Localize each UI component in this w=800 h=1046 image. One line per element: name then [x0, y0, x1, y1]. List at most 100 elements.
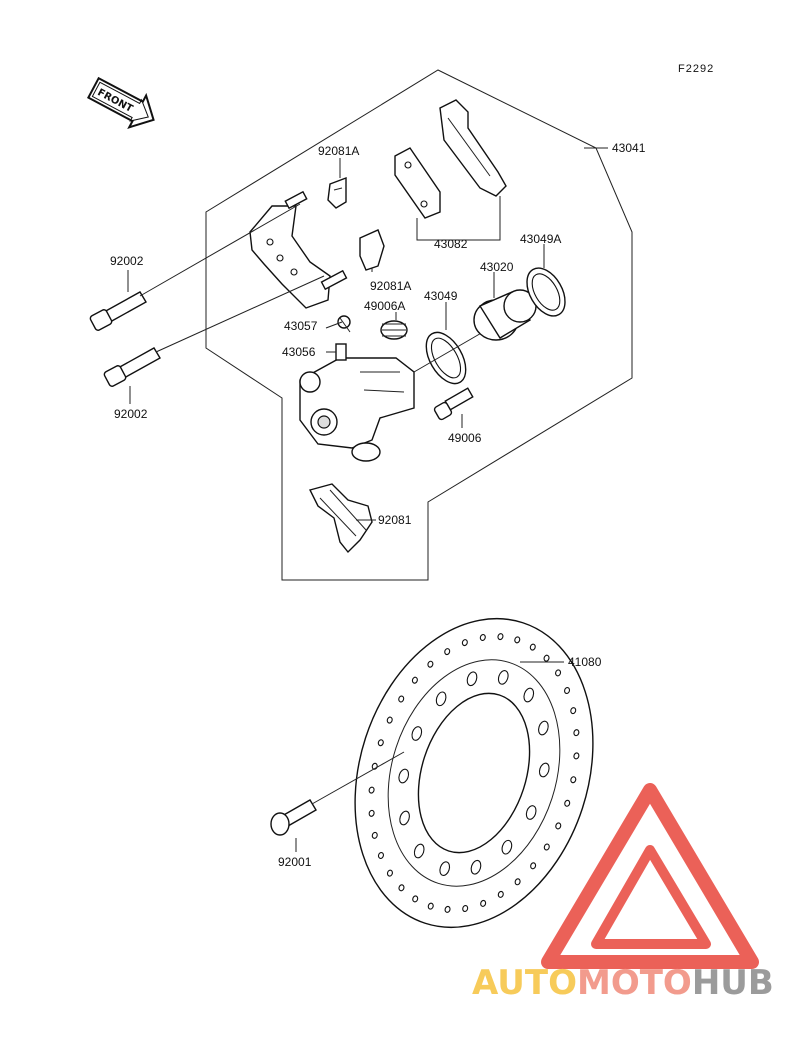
label-92002-bottom: 92002 [114, 407, 148, 421]
label-43020: 43020 [480, 260, 514, 274]
label-49006: 49006 [448, 431, 482, 445]
disc-hole [377, 739, 384, 747]
disc-hole [514, 636, 521, 644]
disc-hole [573, 729, 580, 737]
disc-hole [497, 890, 504, 898]
disc-hole [466, 671, 478, 687]
caliper-bracket [249, 190, 348, 309]
disc-hole [497, 670, 509, 685]
label-43041: 43041 [612, 141, 646, 155]
disc-hole [368, 786, 375, 794]
label-43049A: 43049A [520, 232, 561, 246]
label-92002-top: 92002 [110, 254, 144, 268]
label-43082: 43082 [434, 237, 468, 251]
disc-hole [555, 822, 562, 830]
brake-disc [354, 617, 594, 929]
disc-bolt-92001 [270, 799, 317, 836]
disc-hole [427, 660, 434, 668]
disc-hole [480, 899, 487, 907]
label-92081: 92081 [378, 513, 412, 527]
part-labels: 43041 92081A 43082 43049A 43020 92081A 4… [110, 141, 646, 869]
watermark-hub: HUB [692, 963, 774, 1003]
disc-hole [412, 895, 419, 903]
pad-spring-mid [359, 229, 385, 271]
label-43049: 43049 [424, 289, 458, 303]
figure-code: F2292 [678, 63, 714, 75]
watermark-logo: AUTOMOTOHUB [472, 783, 774, 1003]
bolt-axis-top [139, 203, 301, 297]
caliper-body [299, 357, 415, 462]
leader-lines [127, 147, 608, 852]
disc-hole [538, 762, 550, 778]
bolt-92002-bottom [103, 347, 161, 387]
disc-hole [386, 869, 393, 877]
disc-hole [435, 691, 447, 707]
label-49006A: 49006A [364, 299, 405, 313]
disc-hole [564, 799, 571, 807]
disc-hole [501, 839, 513, 855]
brake-pad-inner [394, 147, 441, 219]
disc-hole [398, 884, 405, 892]
disc-hole [444, 905, 451, 913]
watermark-auto: AUTO [472, 963, 577, 1003]
disc-hole [398, 695, 405, 703]
label-43057: 43057 [284, 319, 318, 333]
label-92081A-mid: 92081A [370, 279, 411, 293]
disc-hole [525, 805, 537, 820]
disc-hole [368, 809, 375, 817]
disc-hole [399, 810, 410, 826]
disc-hole [530, 862, 537, 870]
watermark-moto: MOTO [577, 963, 692, 1003]
brake-pad-outer [439, 99, 507, 197]
disc-hole [543, 654, 550, 662]
disc-hole [543, 843, 550, 851]
disc-hole [523, 687, 535, 703]
disc-hole [411, 676, 418, 684]
label-41080: 41080 [568, 655, 602, 669]
disc-holes [368, 633, 580, 913]
disc-hole [497, 633, 504, 641]
disc-hole [573, 752, 580, 760]
piston-axis [413, 327, 491, 373]
disc-hole [444, 648, 451, 656]
seal-43049A [526, 267, 566, 317]
disc-hole [461, 639, 468, 647]
pad-spring-92081 [308, 483, 373, 554]
disc-hole [427, 902, 434, 910]
caliper-assembly-outline [205, 69, 633, 581]
label-92001: 92001 [278, 855, 312, 869]
disc-hole [413, 843, 425, 859]
disc-hole [371, 831, 378, 839]
disc-hole [564, 687, 571, 695]
pad-spring-top [327, 176, 347, 209]
dust-seal-49006A [380, 320, 408, 340]
disc-hole [462, 905, 469, 913]
disc-hole [411, 726, 423, 741]
disc-hole [398, 768, 410, 784]
front-arrow-icon: FRONT [86, 76, 155, 129]
bolt-92002-top [89, 291, 147, 331]
disc-hole [570, 776, 577, 784]
bleeder-cap-43057 [337, 315, 351, 333]
disc-hole [555, 669, 562, 677]
bolt-axis-bottom [155, 275, 325, 353]
disc-hole [529, 643, 536, 651]
piston-43020 [473, 289, 537, 341]
svg-text:AUTOMOTOHUB: AUTOMOTOHUB [472, 963, 774, 1003]
pad-bracket-line [416, 196, 501, 241]
disc-bolt-axis [311, 751, 405, 805]
disc-hole [377, 851, 384, 859]
label-92081A-top: 92081A [318, 144, 359, 158]
disc-hole [386, 716, 393, 724]
disc-hole [479, 633, 486, 641]
disc-hole [470, 859, 482, 875]
disc-hole [439, 861, 451, 876]
label-43056: 43056 [282, 345, 316, 359]
disc-hole [570, 707, 577, 715]
pin-bolt-49006 [433, 387, 474, 421]
watermark-triangle-icon [541, 783, 759, 969]
disc-hole [538, 720, 549, 736]
piston-seal-43049 [425, 331, 467, 385]
bleeder-valve-43056 [335, 343, 347, 361]
